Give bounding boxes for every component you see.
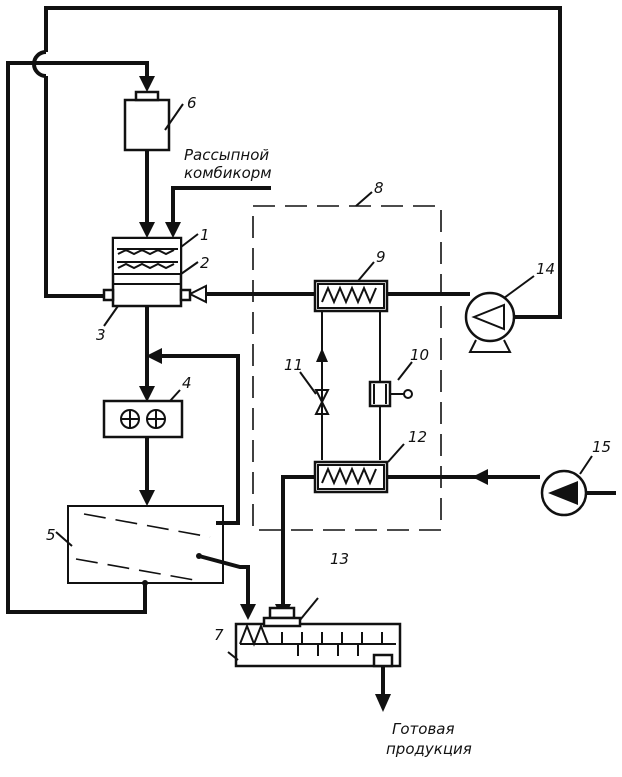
component-5-line-a	[84, 514, 210, 537]
component-4	[104, 401, 182, 437]
label-1: 1	[200, 226, 210, 244]
component-7-outlet	[374, 655, 392, 666]
component-7-inlet-flange	[264, 618, 300, 626]
label-4: 4	[182, 374, 192, 392]
label-10: 10	[410, 346, 429, 364]
label-14: 14	[536, 260, 555, 278]
arrow-into-6	[139, 76, 155, 92]
leader-1	[181, 234, 198, 247]
label-6: 6	[187, 94, 197, 112]
feed-label-line2: комбикорм	[184, 164, 272, 182]
arrow-product	[375, 694, 391, 712]
component-6	[125, 100, 169, 150]
component-5-side-outlet	[196, 553, 202, 559]
component-10-knob	[404, 390, 412, 398]
leader-3	[104, 306, 118, 326]
leader-14	[504, 276, 534, 298]
component-3-left-stub	[104, 290, 113, 300]
component-6-neck	[136, 92, 158, 100]
arrow-into-7	[240, 604, 256, 620]
pipe-12-to-7	[283, 477, 315, 608]
component-7-inlet	[270, 608, 294, 618]
label-13: 13	[330, 550, 349, 568]
component-5-line-b	[76, 559, 200, 581]
component-5-outlet	[142, 580, 148, 586]
label-8: 8	[374, 179, 384, 197]
component-1	[113, 238, 181, 274]
arrow-into-4	[139, 386, 155, 402]
feed-label-line1: Рассыпной	[184, 146, 269, 164]
arrow-into-5	[139, 490, 155, 506]
leader-13	[300, 598, 318, 620]
arrow-feed	[165, 222, 181, 238]
component-9	[315, 281, 387, 311]
leader-4	[170, 390, 180, 401]
leader-5	[56, 532, 72, 546]
circuit-flow-arrow	[316, 348, 328, 362]
arrow-into-1	[139, 222, 155, 238]
leader-9	[358, 262, 374, 281]
label-15: 15	[592, 438, 611, 456]
label-11: 11	[284, 356, 303, 374]
label-12: 12	[408, 428, 427, 446]
label-9: 9	[376, 248, 386, 266]
feed-pipe	[173, 188, 271, 228]
component-12	[315, 462, 387, 492]
label-7: 7	[214, 626, 224, 644]
check-valve-arrow	[190, 286, 206, 302]
component-3-right-stub	[181, 290, 190, 300]
label-5: 5	[46, 526, 56, 544]
leader-2	[181, 262, 198, 274]
leader-11	[300, 372, 316, 394]
product-label-line2: продукция	[386, 740, 472, 758]
return-5-to-4	[158, 356, 238, 523]
arrow-into-12	[472, 469, 488, 485]
left-return-pipe	[46, 76, 104, 296]
product-label-line1: Готовая	[392, 720, 455, 738]
leader-15	[580, 456, 592, 474]
leader-12	[388, 444, 404, 462]
label-3: 3	[96, 326, 106, 344]
leader-10	[398, 362, 412, 380]
label-2: 2	[200, 254, 210, 272]
leader-8	[356, 192, 372, 206]
